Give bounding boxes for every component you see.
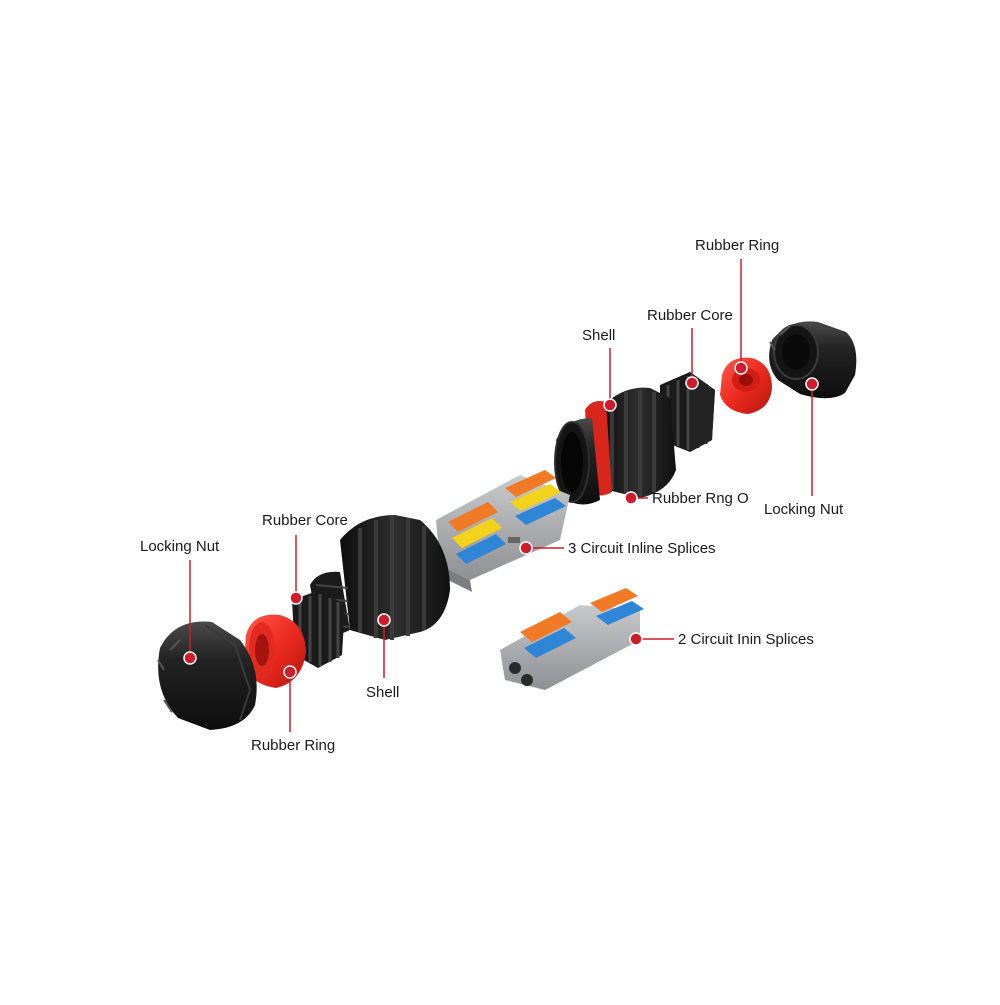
label-rubber-core-left: Rubber Core: [262, 512, 348, 529]
marker-shell-right: [603, 398, 617, 412]
marker-2-circuit: [629, 632, 643, 646]
label-shell-right: Shell: [582, 327, 616, 344]
label-locking-nut-left: Locking Nut: [140, 538, 220, 555]
leader-lines: [189, 259, 813, 732]
label-2-circuit-inin-splices: 2 Circuit Inin Splices: [678, 631, 814, 648]
label-3-circuit-inline-splices: 3 Circuit Inline Splices: [568, 540, 716, 557]
marker-dots: [183, 361, 819, 679]
label-locking-nut-right: Locking Nut: [764, 501, 844, 518]
locking-nut-left: [157, 621, 257, 730]
marker-3-circuit: [519, 541, 533, 555]
marker-locking-nut-left: [183, 651, 197, 665]
locking-nut-right: [769, 321, 857, 399]
marker-rubber-rng-o: [624, 491, 638, 505]
shell-right: [554, 387, 676, 505]
splice-2-circuit: [500, 588, 644, 690]
label-rubber-ring-right: Rubber Ring: [695, 237, 780, 254]
label-shell-left: Shell: [366, 684, 400, 701]
marker-rubber-core-right: [685, 376, 699, 390]
marker-locking-nut-right: [805, 377, 819, 391]
splice-3-circuit: [436, 470, 570, 592]
label-rubber-rng-o: Rubber Rng O: [652, 490, 749, 507]
rubber-ring-right: [720, 357, 772, 414]
marker-rubber-ring-left: [283, 665, 297, 679]
marker-rubber-ring-right: [734, 361, 748, 375]
marker-shell-left: [377, 613, 391, 627]
label-rubber-ring-left: Rubber Ring: [251, 737, 336, 754]
marker-rubber-core-left: [289, 591, 303, 605]
label-rubber-core-right: Rubber Core: [647, 307, 733, 324]
rubber-core-right: [660, 372, 715, 452]
